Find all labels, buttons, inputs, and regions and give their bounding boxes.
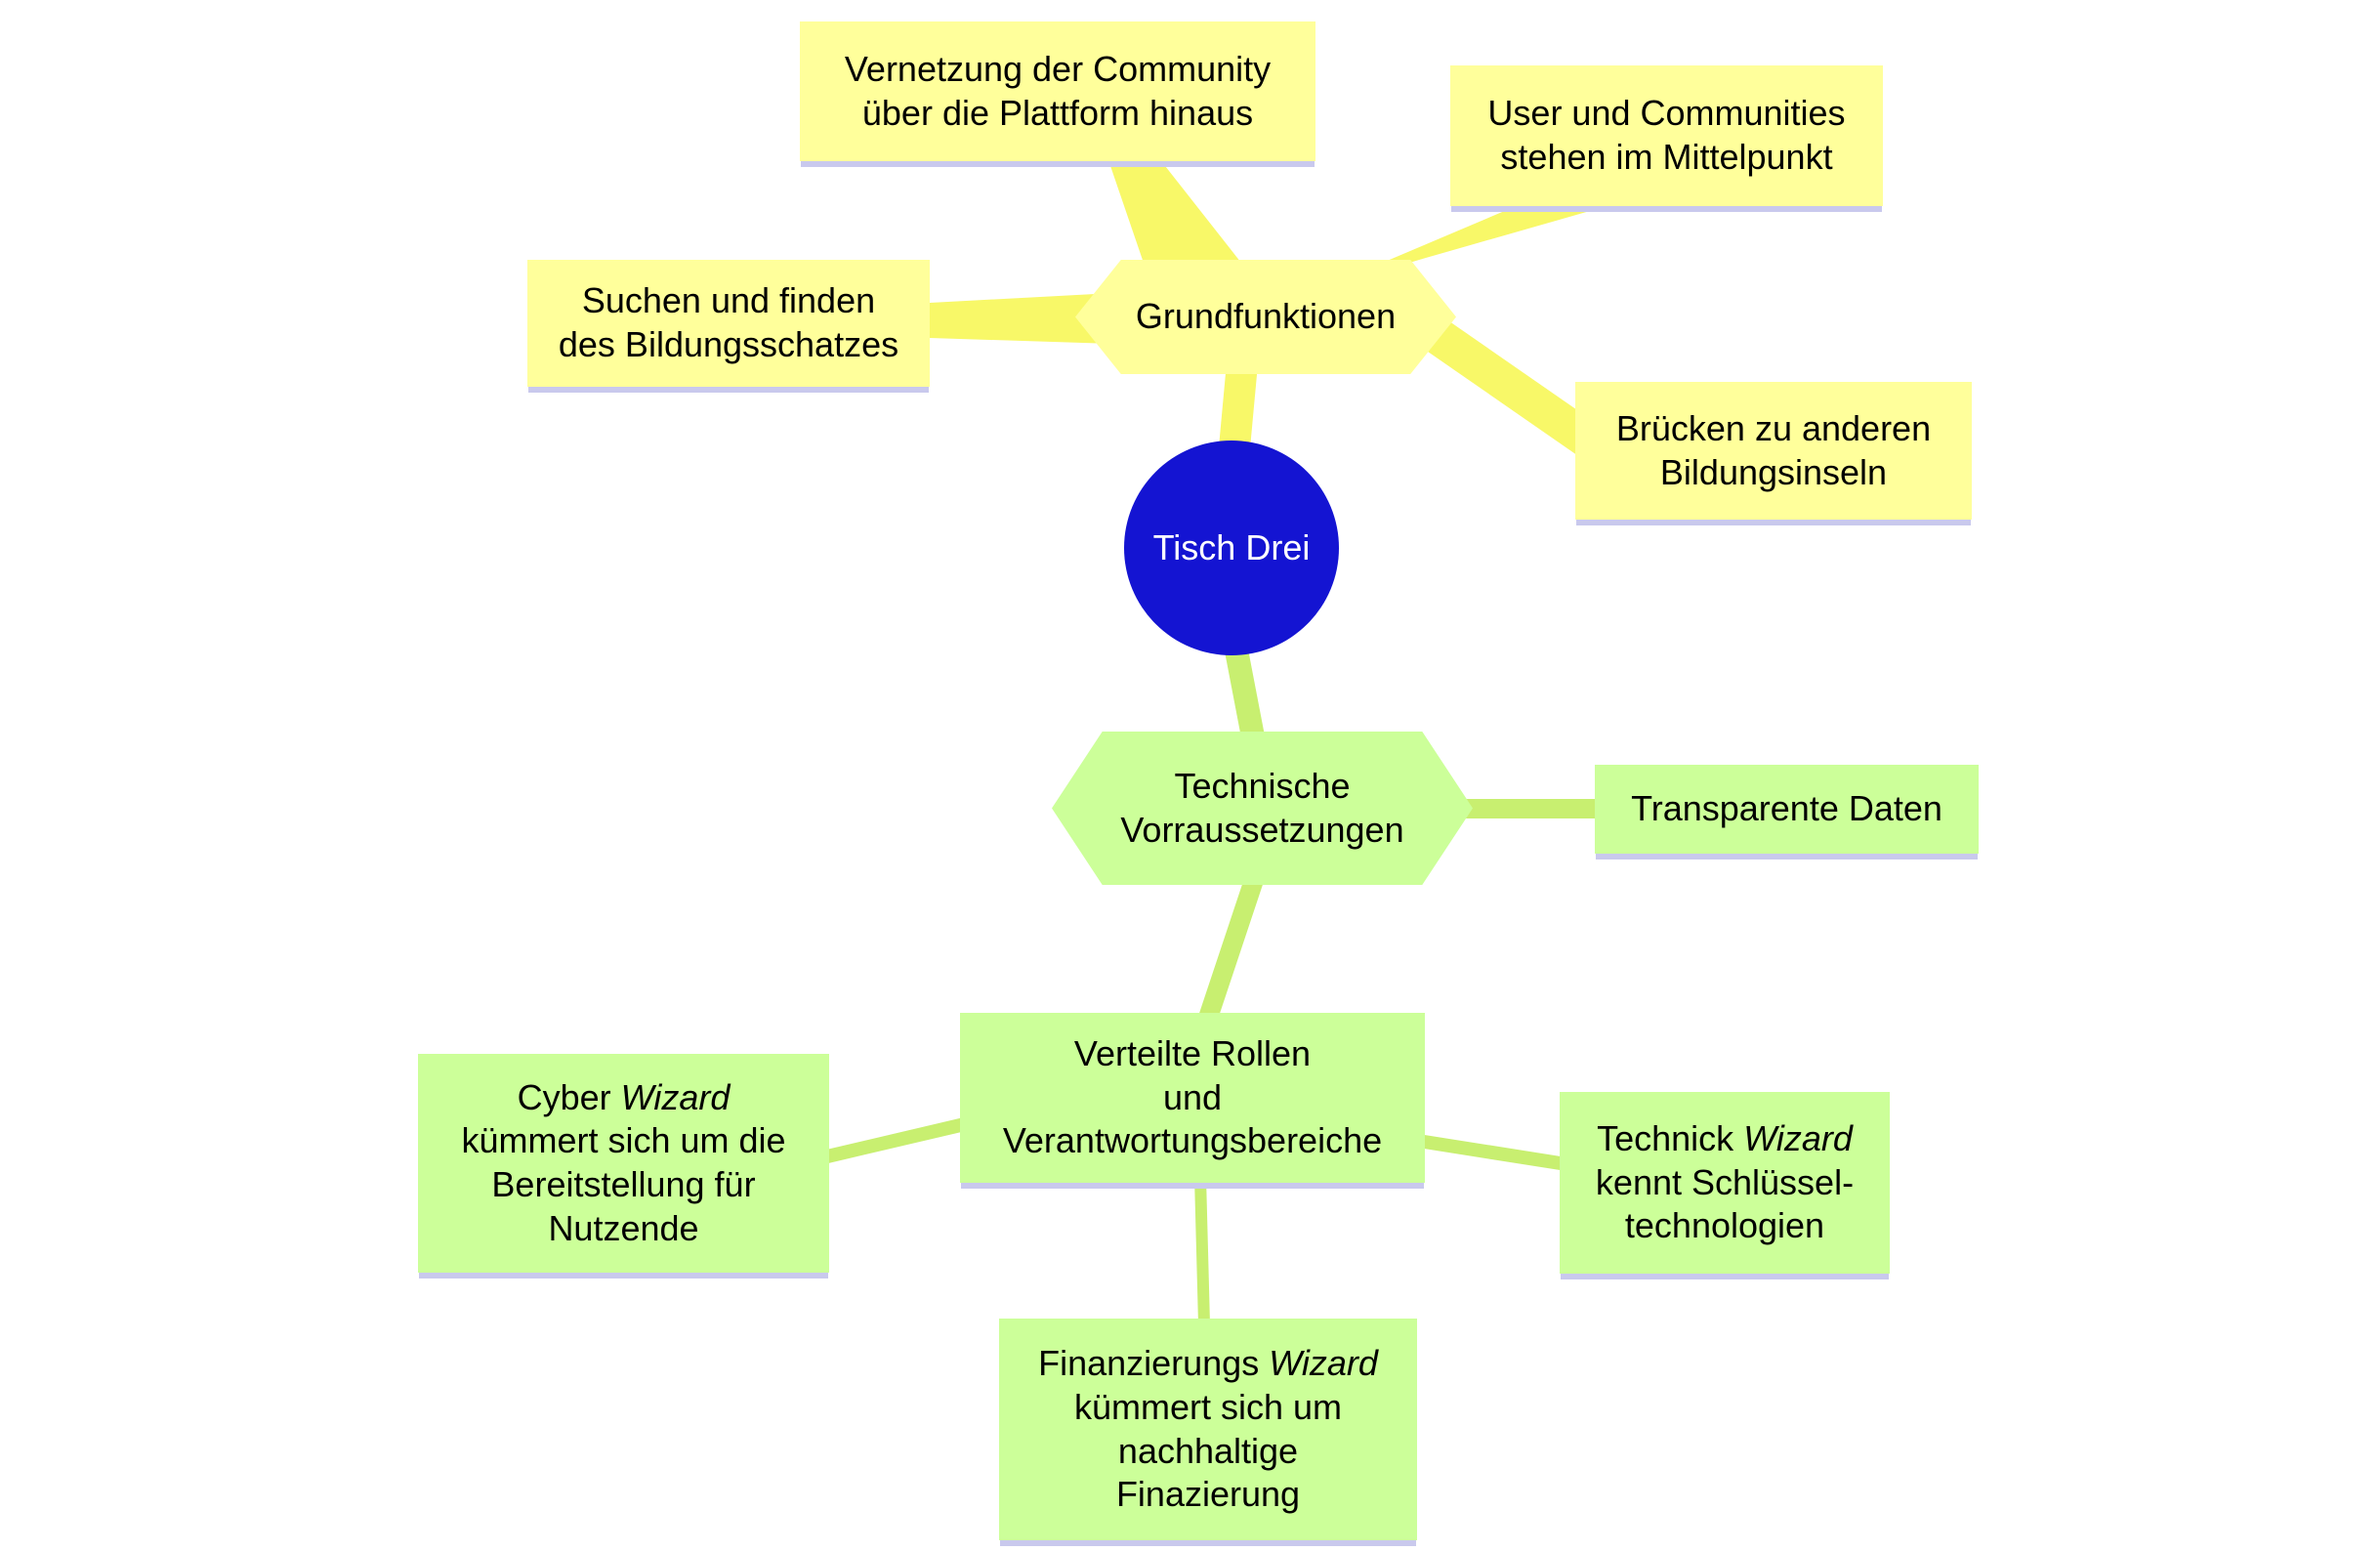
node-label-line: über die Plattform hinaus [861,92,1254,133]
node-label-emphasis: Wizard [620,1076,731,1117]
node-label-text: Cyber [517,1076,621,1117]
node-user-communities[interactable]: User und Communities stehen im Mittelpun… [1450,65,1883,206]
edge-technische-verteilte [1196,870,1266,1027]
node-label-line: Verantwortungsbereiche [1002,1120,1383,1161]
edge-grundfunktionen-suchen [930,293,1113,344]
node-label-line: Transparente Daten [1631,788,1942,829]
edge-grundfunktionen-vernetzung [1107,157,1248,272]
node-label-line: Nutzende [548,1207,699,1248]
edge-verteilte-technick [1416,1134,1568,1171]
node-label-line: Cyber Wizard [518,1076,731,1120]
node-label-line: kümmert sich um [1073,1386,1343,1427]
node-vernetzung-community[interactable]: Vernetzung der Community über die Plattf… [800,21,1315,161]
node-technick-wizard[interactable]: Technick Wizard kennt Schlüssel- technol… [1560,1092,1890,1274]
node-label-emphasis: Wizard [1269,1343,1378,1384]
node-label-emphasis: Wizard [1743,1118,1853,1159]
root-label: Tisch Drei [1152,526,1311,567]
node-label-line: stehen im Mittelpunkt [1500,137,1833,177]
node-label-line: Bereitstellung für [491,1164,756,1204]
node-cyber-wizard[interactable]: Cyber Wizard kümmert sich um die Bereits… [418,1054,829,1273]
node-label-line: Verteilte Rollen [1073,1033,1312,1074]
node-finanzierungs-wizard[interactable]: Finanzierungs Wizard kümmert sich um nac… [999,1319,1417,1540]
node-grundfunktionen[interactable]: Grundfunktionen [1075,260,1456,374]
node-label-text: Finanzierungs [1038,1343,1270,1384]
node-label-line: Finazierung [1115,1474,1301,1515]
node-label-line: technologien [1624,1205,1825,1246]
node-label-line: des Bildungsschatzes [558,324,899,364]
node-label-line: Vorraussetzungen [1120,809,1404,850]
node-verteilte-rollen[interactable]: Verteilte Rollen und Verantwortungsberei… [960,1013,1425,1183]
node-label-line: Finanzierungs Wizard [1038,1342,1378,1386]
node-label-line: kümmert sich um die [461,1120,786,1161]
node-bruecken-bildungsinseln[interactable]: Brücken zu anderen Bildungsinseln [1575,382,1972,520]
edge-grundfunktionen-bruecken [1410,309,1601,457]
edge-verteilte-finanzierung [1194,1176,1210,1325]
node-transparente-daten[interactable]: Transparente Daten [1595,765,1979,854]
node-label-text: Technick [1597,1118,1744,1159]
node-label-line: User und Communities [1487,93,1846,134]
edge-verteilte-cyber [821,1116,971,1164]
node-label-line: Grundfunktionen [1135,296,1397,337]
node-label-line: Vernetzung der Community [844,48,1272,89]
node-label-line: nachhaltige [1117,1430,1299,1471]
node-label-line: Suchen und finden [581,280,876,321]
node-label-line: Technick Wizard [1597,1117,1853,1161]
node-technische-vorraussetzungen[interactable]: Technische Vorraussetzungen [1052,732,1473,885]
node-label-line: und [1162,1076,1223,1117]
node-suchen-bildungsschatz[interactable]: Suchen und finden des Bildungsschatzes [527,260,930,387]
node-label-line: kennt Schlüssel- [1595,1161,1855,1202]
node-label-line: Brücken zu anderen [1615,407,1932,448]
node-root-tisch-drei[interactable]: Tisch Drei [1124,440,1339,655]
node-label-line: Bildungsinseln [1659,451,1888,492]
node-label-line: Technische [1174,765,1351,806]
